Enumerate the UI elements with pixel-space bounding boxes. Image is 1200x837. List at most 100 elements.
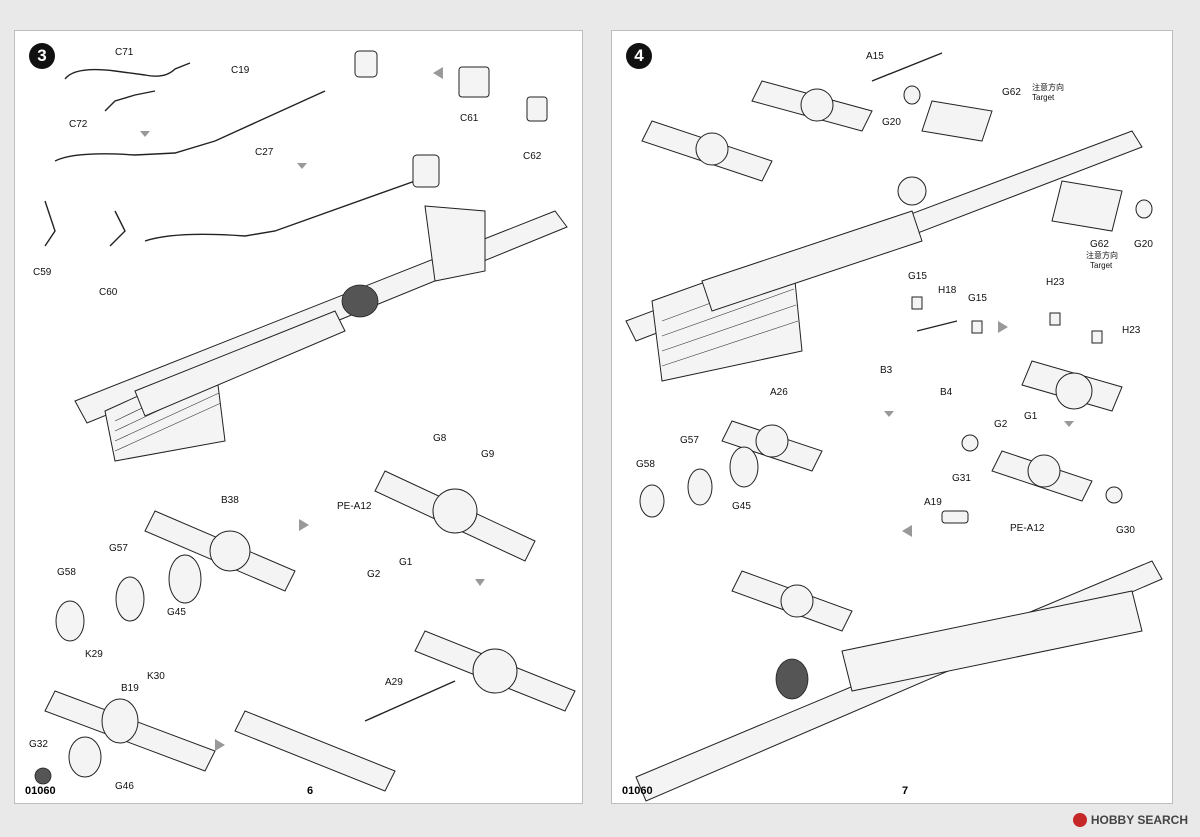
- step-number-badge: 4: [626, 43, 652, 69]
- label-c61: C61: [460, 113, 479, 124]
- h18-rod: [916, 320, 958, 332]
- label-g32: G32: [29, 739, 48, 750]
- c59-pipe: [44, 200, 56, 247]
- label-g31: G31: [952, 473, 971, 484]
- g15-part: [911, 296, 923, 310]
- label-g62-top: G62: [1002, 87, 1021, 98]
- label-g62-bottom: G62: [1090, 239, 1109, 250]
- g62-bracket: [921, 100, 993, 142]
- label-a19: A19: [924, 497, 942, 508]
- g58-cap: [55, 600, 85, 642]
- arrow-right-icon: [215, 739, 225, 751]
- step-4-diagram: [625, 52, 1163, 802]
- label-h23-b: H23: [1122, 325, 1141, 336]
- step-number-badge: 3: [29, 43, 55, 69]
- instruction-page-left: 3: [14, 30, 583, 804]
- label-g1: G1: [1024, 411, 1038, 422]
- drive-shafts-lower: [841, 590, 1143, 692]
- c27-linked-pipe: [54, 140, 216, 162]
- label-a15: A15: [866, 51, 884, 62]
- arrow-down-icon: [297, 163, 307, 169]
- c60-pipe: [109, 210, 126, 247]
- label-target-cn-top: 注意方向: [1032, 83, 1064, 92]
- label-g46: G46: [115, 781, 134, 792]
- label-g1: G1: [399, 557, 413, 568]
- label-k29: K29: [85, 649, 103, 660]
- differential: [341, 284, 379, 318]
- g15-part: [971, 320, 983, 334]
- g45-ring: [168, 554, 202, 604]
- label-g58: G58: [57, 567, 76, 578]
- label-a29: A29: [385, 677, 403, 688]
- label-g45: G45: [167, 607, 186, 618]
- a15-driveshaft: [871, 52, 943, 82]
- label-target-bottom: Target: [1090, 261, 1113, 270]
- label-c27: C27: [255, 147, 274, 158]
- label-g15-a: G15: [908, 271, 927, 282]
- arrow-down-icon: [884, 411, 894, 417]
- label-b38: B38: [221, 495, 239, 506]
- front-diff-lower: [780, 584, 814, 618]
- g57-drum: [115, 576, 145, 622]
- assembled-differential: [432, 488, 478, 534]
- label-c59: C59: [33, 267, 52, 278]
- product-code: 01060: [622, 785, 653, 797]
- arrow-down-icon: [1064, 421, 1074, 427]
- g31-cap: [961, 434, 979, 452]
- label-target-top: Target: [1032, 93, 1055, 102]
- label-c60: C60: [99, 287, 118, 298]
- label-a26: A26: [770, 387, 788, 398]
- page-number: 7: [902, 785, 909, 797]
- arrow-right-icon: [998, 321, 1008, 333]
- g62-bracket-lower: [1051, 180, 1123, 232]
- g32-cap: [34, 767, 52, 785]
- arrow-right-icon: [299, 519, 309, 531]
- label-g45: G45: [732, 501, 751, 512]
- g20-cap-lower: [1135, 199, 1153, 219]
- h23-part: [1091, 330, 1103, 344]
- b19-hub: [101, 698, 139, 744]
- leaf-springs: [701, 210, 923, 312]
- label-h18: H18: [938, 285, 957, 296]
- c71-exhaust-pipe: [64, 62, 191, 80]
- label-b4: B4: [940, 387, 953, 398]
- c27-shaft: [214, 90, 326, 142]
- label-h23-a: H23: [1046, 277, 1065, 288]
- assembled-rear-axle: [234, 710, 396, 792]
- arrow-left-icon: [433, 67, 443, 79]
- label-g20-bottom: G20: [1134, 239, 1153, 250]
- chassis-differential: [897, 176, 927, 206]
- c27-muffler: [354, 50, 378, 78]
- g58-cap: [639, 484, 665, 518]
- label-g15-b: G15: [968, 293, 987, 304]
- c62-bracket: [526, 96, 548, 122]
- air-tank: [775, 658, 809, 700]
- label-g2: G2: [367, 569, 381, 580]
- instruction-page-right: 4: [611, 30, 1173, 804]
- label-pe-a12: PE-A12: [1010, 523, 1045, 534]
- label-k30: K30: [147, 671, 165, 682]
- g46-drum: [68, 736, 102, 778]
- arrow-down-icon: [475, 579, 485, 586]
- label-g57: G57: [109, 543, 128, 554]
- label-g30: G30: [1116, 525, 1135, 536]
- c72-pipe: [104, 90, 156, 112]
- label-g2: G2: [994, 419, 1008, 430]
- g57-drum: [687, 468, 713, 506]
- label-c19: C19: [231, 65, 250, 76]
- label-g57: G57: [680, 435, 699, 446]
- label-c72: C72: [69, 119, 88, 130]
- label-g8: G8: [433, 433, 447, 444]
- page-number: 6: [307, 785, 314, 797]
- label-c71: C71: [115, 47, 134, 58]
- a26-hub: [755, 424, 789, 458]
- assembled-muffler: [412, 154, 440, 188]
- watermark-text: HOBBY SEARCH: [1090, 813, 1188, 827]
- label-target-cn-bottom: 注意方向: [1086, 251, 1118, 260]
- hobby-search-logo-icon: [1072, 813, 1087, 827]
- a29-driveshaft: [364, 680, 456, 722]
- c61-bracket: [458, 66, 490, 98]
- g-axle-diff: [1027, 454, 1061, 488]
- b38-hub: [209, 530, 251, 572]
- upper-differential: [800, 88, 834, 122]
